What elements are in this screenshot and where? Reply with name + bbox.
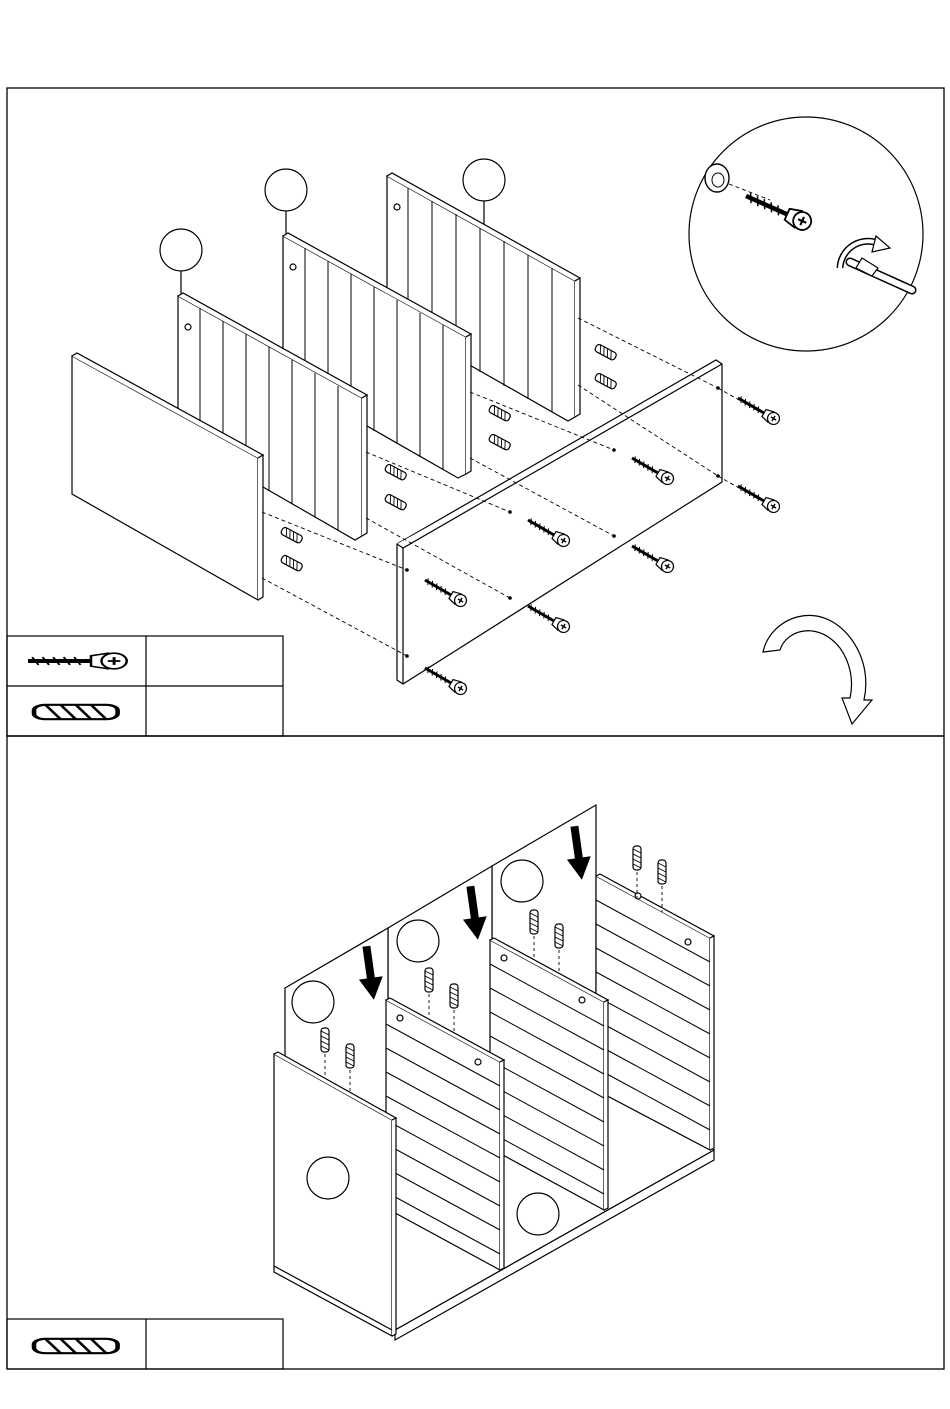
wood-dowel-icon-step2 [34, 1339, 118, 1353]
part-callout-divider-middle [265, 169, 307, 211]
wood-dowel-icon [34, 705, 118, 719]
part-callout-divider-front [160, 229, 202, 271]
rotate-arrow-icon [763, 615, 872, 724]
step1-hardware-table [7, 636, 283, 736]
screwdriver-detail-icon [689, 117, 923, 351]
part-callout-divider-back [463, 159, 505, 201]
wood-screw-icon [28, 653, 127, 669]
